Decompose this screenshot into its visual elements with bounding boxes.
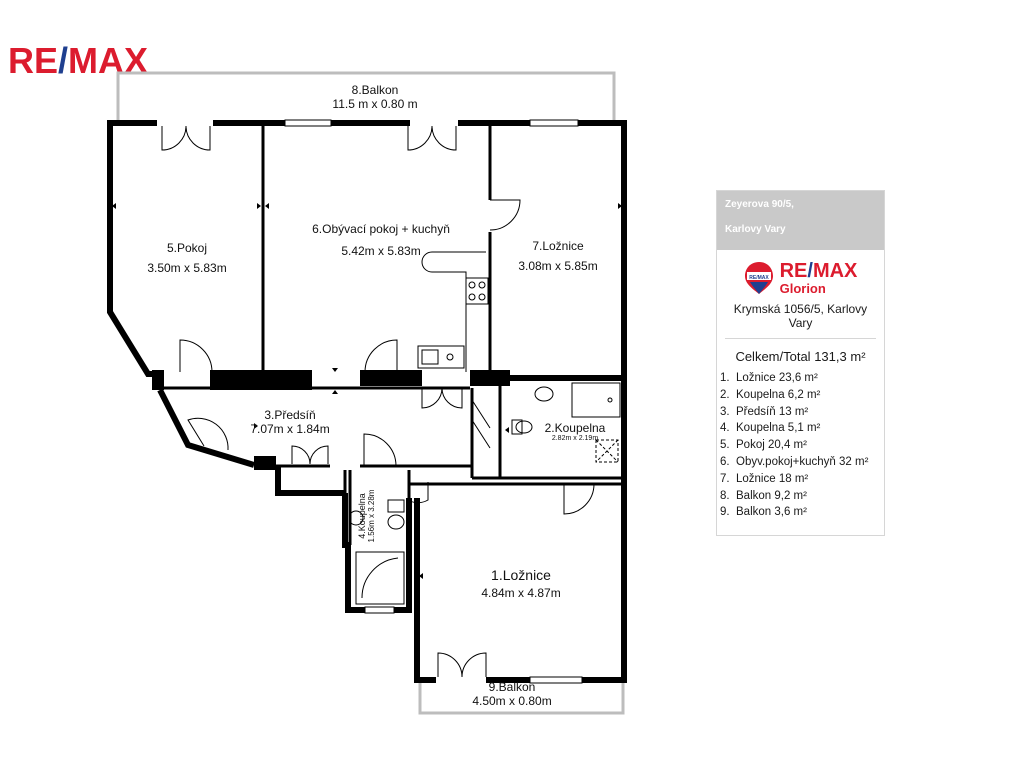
- wall-markers: [112, 203, 622, 579]
- property-street: Zeyerova 90/5,: [725, 199, 794, 210]
- room-name: 3.Předsíň: [264, 408, 316, 422]
- room-label-loznice-1: 1.Ložnice 4.84m x 4.87m: [456, 566, 586, 602]
- room-label-pokoj-5: 5.Pokoj 3.50m x 5.83m: [127, 238, 247, 278]
- office-address: Krymská 1056/5, Karlovy Vary: [725, 302, 876, 339]
- list-item: 9.Balkon 3,6 m²: [720, 506, 807, 519]
- room-size: 4.84m x 4.87m: [481, 586, 561, 600]
- list-item: 3.Předsíň 13 m²: [720, 405, 809, 418]
- room-label-balkon-9: 9.Balkon 4.50m x 0.80m: [452, 680, 572, 708]
- property-city: Karlovy Vary: [725, 224, 786, 235]
- bathroom-2-fixtures: [511, 382, 621, 463]
- agency-brand: RE/MAX RE/MAX Glorion Krymská 1056/5, Ka…: [717, 250, 884, 339]
- room-label-koupelna-4: 4.Koupelna 1.56m x 3.28m: [357, 471, 377, 561]
- balcony-9-outline: [418, 678, 625, 715]
- total-value: 131,3: [814, 349, 847, 364]
- list-item: 8.Balkon 9,2 m²: [720, 489, 807, 502]
- room-label-loznice-7: 7.Ložnice 3.08m x 5.85m: [498, 236, 618, 276]
- balloon-label: RE/MAX: [749, 275, 769, 281]
- area-list: 1.Ložnice 23,6 m² 2.Koupelna 6,2 m² 3.Př…: [717, 370, 884, 521]
- balloon-logo-icon: RE/MAX: [744, 262, 773, 294]
- room-size: 3.08m x 5.85m: [518, 259, 598, 273]
- single-doors: [179, 199, 595, 515]
- list-item: 7.Ložnice 18 m²: [720, 472, 809, 485]
- room-name: 5.Pokoj: [166, 241, 208, 255]
- property-header: Zeyerova 90/5, Karlovy Vary: [717, 191, 884, 250]
- room-name: 1.Ložnice: [491, 567, 551, 583]
- room-size: 4.50m x 0.80m: [472, 694, 552, 708]
- room-size: 7.07m x 1.84m: [250, 422, 330, 436]
- room-name: 2.Koupelna: [544, 421, 606, 435]
- kitchen-counter: [417, 251, 489, 372]
- room-label-obyvaci-6: 6.Obývací pokoj + kuchyň 5.42m x 5.83m: [296, 218, 466, 262]
- total-label: Celkem/Total: [735, 349, 811, 364]
- list-item: 5.Pokoj 20,4 m²: [720, 439, 807, 452]
- total-area: Celkem/Total 131,3 m²: [717, 349, 884, 364]
- office-name: Glorion: [779, 280, 826, 296]
- brand-name: RE/MAX: [779, 259, 858, 282]
- list-item: 6.Obyv.pokoj+kuchyň 32 m²: [720, 455, 869, 468]
- french-doors: [161, 125, 487, 678]
- total-unit: m²: [850, 349, 866, 364]
- heavy-walls: [152, 370, 510, 470]
- bathroom-4-fixtures: [348, 499, 405, 605]
- room-size: 5.42m x 5.83m: [341, 244, 421, 258]
- logo-slash: /: [58, 40, 69, 81]
- interior-walls: [160, 123, 624, 545]
- room-name: 8.Balkon: [351, 83, 399, 97]
- logo-text-left: RE: [8, 40, 59, 81]
- list-item: 2.Koupelna 6,2 m²: [720, 388, 821, 401]
- list-item: 1.Ložnice 23,6 m²: [720, 372, 818, 384]
- room-name: 7.Ložnice: [532, 239, 584, 253]
- room-size: 2.82m x 2.19m: [551, 435, 599, 442]
- room-size: 11.5 m x 0.80 m: [332, 97, 418, 111]
- balcony-8-outline: [116, 71, 616, 121]
- room-size: 3.50m x 5.83m: [147, 261, 227, 275]
- room-name: 6.Obývací pokoj + kuchyň: [312, 222, 450, 236]
- exterior-walls: [107, 120, 627, 683]
- info-panel: Zeyerova 90/5, Karlovy Vary RE/MAX RE/MA…: [716, 190, 885, 536]
- windows: [284, 119, 583, 684]
- room-label-balkon-8: 8.Balkon 11.5 m x 0.80 m: [300, 83, 450, 111]
- room-label-predsin-3: 3.Předsíň 7.07m x 1.84m: [230, 408, 350, 436]
- list-item: 4.Koupelna 5,1 m²: [720, 422, 821, 435]
- room-name: 9.Balkon: [488, 680, 536, 694]
- room-name: 4.Koupelna: [357, 493, 367, 539]
- room-size: 1.56m x 3.28m: [367, 489, 376, 543]
- room-label-koupelna-2: 2.Koupelna 2.82m x 2.19m: [530, 421, 620, 442]
